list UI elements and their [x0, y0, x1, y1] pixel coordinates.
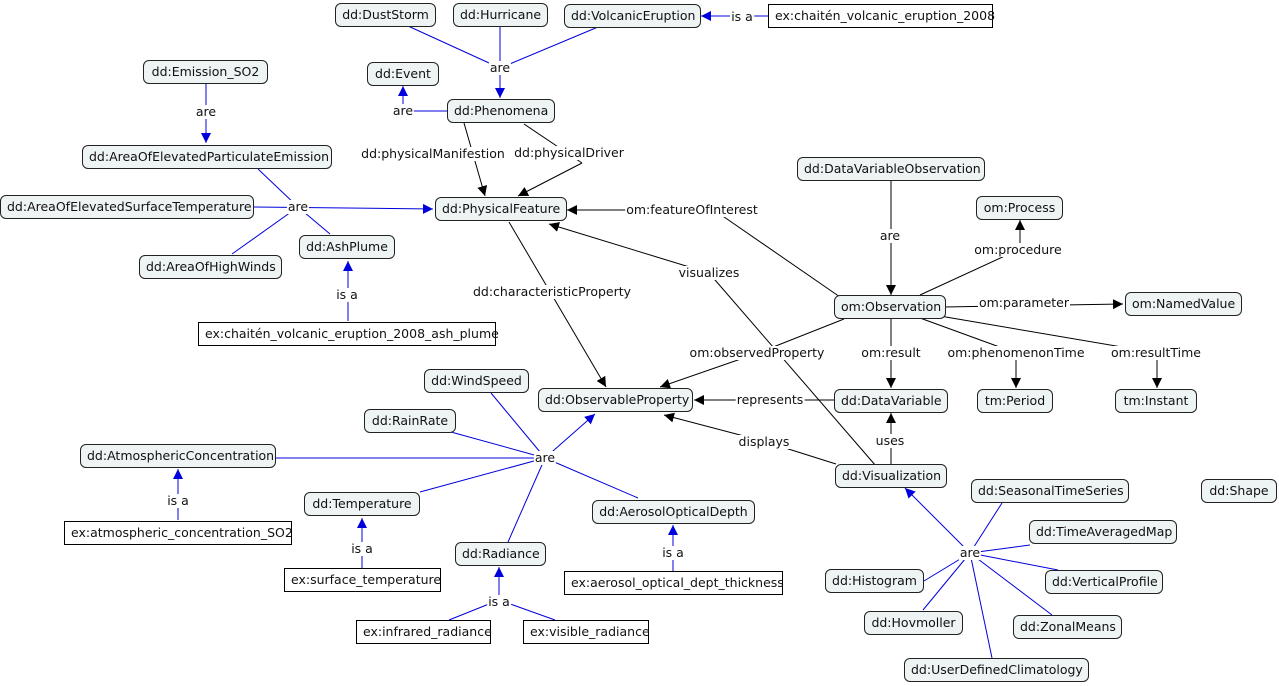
- label-is-a-temperature: is a: [350, 541, 374, 556]
- node-rain-rate[interactable]: dd:RainRate: [364, 409, 456, 433]
- node-histogram[interactable]: dd:Histogram: [825, 569, 924, 593]
- node-area-surface-temp[interactable]: dd:AreaOfElevatedSurfaceTemperature: [0, 195, 254, 219]
- node-visible-radiance[interactable]: ex:visible_radiance: [523, 620, 650, 644]
- label-physical-manifestion: dd:physicalManifestion: [360, 146, 506, 161]
- node-volcanic-eruption[interactable]: dd:VolcanicEruption: [564, 4, 701, 28]
- label-parameter: om:parameter: [977, 295, 1071, 310]
- node-phenomena[interactable]: dd:Phenomena: [447, 99, 555, 123]
- node-aerosol-optical-thickness[interactable]: ex:aerosol_optical_dept_thickness: [564, 571, 784, 595]
- node-ash-plume[interactable]: dd:AshPlume: [299, 235, 395, 259]
- node-instant[interactable]: tm:Instant: [1115, 389, 1197, 413]
- node-period[interactable]: tm:Period: [977, 389, 1053, 413]
- label-is-a-aerosol: is a: [661, 545, 685, 560]
- node-user-defined-climatology[interactable]: dd:UserDefinedClimatology: [904, 658, 1089, 682]
- node-time-averaged-map[interactable]: dd:TimeAveragedMap: [1029, 520, 1177, 544]
- label-is-a-atmospheric: is a: [166, 493, 190, 508]
- label-physical-driver: dd:physicalDriver: [513, 145, 625, 160]
- node-data-variable-observation[interactable]: dd:DataVariableObservation: [797, 157, 985, 181]
- label-are-event: are: [391, 103, 415, 118]
- node-atmospheric-concentration[interactable]: dd:AtmosphericConcentration: [80, 444, 276, 468]
- label-result-time: om:resultTime: [1110, 345, 1202, 360]
- node-dust-storm[interactable]: dd:DustStorm: [335, 3, 436, 27]
- label-is-a-ash-plume: is a: [335, 287, 359, 302]
- node-event[interactable]: dd:Event: [367, 62, 439, 86]
- label-visualizes: visualizes: [677, 265, 741, 280]
- node-visualization[interactable]: dd:Visualization: [835, 464, 947, 488]
- label-is-a-chaiten: is a: [730, 9, 754, 24]
- label-displays: displays: [737, 434, 791, 449]
- label-represents: represents: [735, 392, 805, 407]
- label-characteristic-property: dd:characteristicProperty: [471, 284, 633, 299]
- node-area-particulate[interactable]: dd:AreaOfElevatedParticulateEmission: [82, 145, 332, 169]
- label-observed-property: om:observedProperty: [688, 345, 826, 360]
- label-are-physical-feature: are: [286, 199, 310, 214]
- node-temperature[interactable]: dd:Temperature: [304, 492, 420, 516]
- label-procedure: om:procedure: [973, 242, 1063, 257]
- node-shape[interactable]: dd:Shape: [1201, 479, 1277, 503]
- node-observable-property[interactable]: dd:ObservableProperty: [538, 388, 693, 412]
- label-phenomenon-time: om:phenomenonTime: [946, 345, 1086, 360]
- node-chaiten-eruption[interactable]: ex:chaitén_volcanic_eruption_2008: [768, 4, 995, 28]
- node-hurricane[interactable]: dd:Hurricane: [453, 3, 548, 27]
- label-uses: uses: [874, 433, 906, 448]
- node-vertical-profile[interactable]: dd:VerticalProfile: [1045, 570, 1163, 594]
- node-data-variable[interactable]: dd:DataVariable: [834, 389, 948, 413]
- node-wind-speed[interactable]: dd:WindSpeed: [424, 369, 529, 393]
- node-atmospheric-concentration-so2[interactable]: ex:atmospheric_concentration_SO2: [64, 521, 293, 545]
- node-chaiten-ash-plume[interactable]: ex:chaitén_volcanic_eruption_2008_ash_pl…: [198, 322, 499, 346]
- node-surface-temperature[interactable]: ex:surface_temperature: [284, 568, 441, 592]
- label-is-a-radiance: is a: [487, 594, 511, 609]
- label-are-observation: are: [878, 228, 902, 243]
- node-process[interactable]: om:Process: [976, 196, 1063, 220]
- node-seasonal-time-series[interactable]: dd:SeasonalTimeSeries: [971, 479, 1129, 503]
- label-are-phenomena: are: [488, 60, 512, 75]
- label-are-observable-property: are: [533, 450, 557, 465]
- node-named-value[interactable]: om:NamedValue: [1125, 292, 1242, 316]
- label-feature-of-interest: om:featureOfInterest: [625, 202, 759, 217]
- node-emission-so2[interactable]: dd:Emission_SO2: [143, 60, 268, 84]
- label-result: om:result: [860, 345, 922, 360]
- node-hovmoller[interactable]: dd:Hovmoller: [864, 611, 963, 635]
- node-observation[interactable]: om:Observation: [834, 295, 946, 319]
- node-infrared-radiance[interactable]: ex:infrared_radiance: [356, 620, 492, 644]
- node-radiance[interactable]: dd:Radiance: [455, 542, 546, 566]
- label-are-visualization: are: [958, 545, 982, 560]
- node-physical-feature[interactable]: dd:PhysicalFeature: [435, 197, 567, 221]
- node-area-high-winds[interactable]: dd:AreaOfHighWinds: [139, 255, 282, 279]
- node-aerosol-optical-depth[interactable]: dd:AerosolOpticalDepth: [592, 500, 755, 524]
- node-zonal-means[interactable]: dd:ZonalMeans: [1013, 615, 1122, 639]
- label-are-emission: are: [194, 104, 218, 119]
